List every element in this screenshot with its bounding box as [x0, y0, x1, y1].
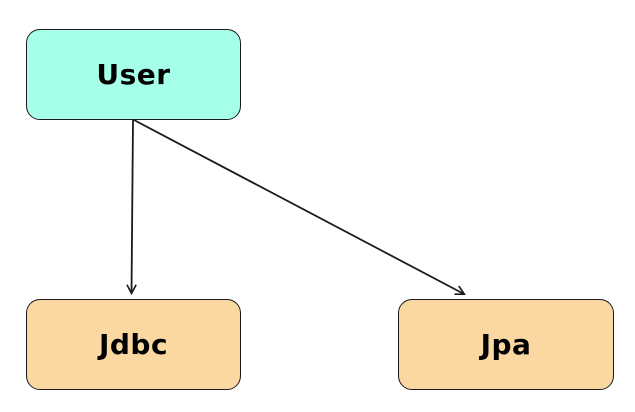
node-jpa-label: Jpa — [480, 328, 532, 361]
edge-user-jdbc — [132, 119, 134, 293]
node-user-label: User — [96, 58, 171, 91]
node-user: User — [26, 29, 241, 120]
node-jdbc: Jdbc — [26, 299, 241, 390]
node-jdbc-label: Jdbc — [98, 328, 169, 361]
edge-user-jpa — [133, 119, 464, 294]
node-jpa: Jpa — [398, 299, 614, 390]
